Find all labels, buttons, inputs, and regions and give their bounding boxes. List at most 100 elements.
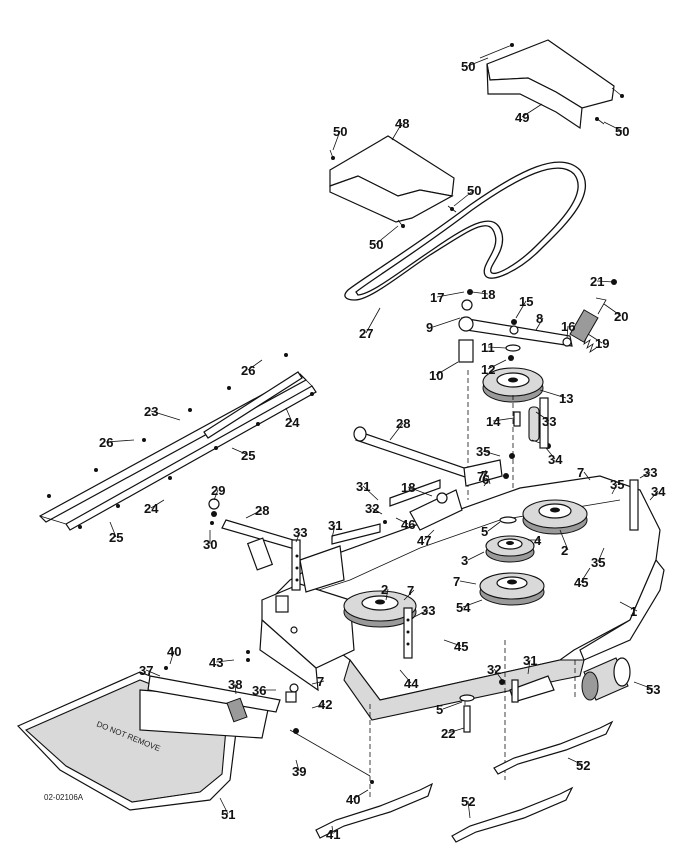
idler-pulley [467,367,551,506]
callout-label-45: 47 [417,533,431,548]
callout-label-25: 24 [285,415,300,430]
callout-leader-0 [467,57,489,67]
callout-leader-19 [435,361,459,376]
callout-leader-61 [619,601,638,612]
callout-label-24: 26 [241,363,255,378]
callout-label-12: 15 [519,294,533,309]
callout-label-80: 51 [221,807,235,822]
callout-leader-40 [213,489,219,501]
callout-leader-29 [150,499,165,509]
callout-label-18: 12 [481,362,495,377]
callout-leader-34 [639,471,651,479]
callout-leader-63 [215,659,235,663]
callout-label-42: 46 [401,517,415,532]
callout-label-36: 34 [651,484,666,499]
callout-leader-26 [150,410,181,421]
callout-leader-75 [447,727,465,734]
callout-label-74: 53 [646,682,660,697]
callout-leader-13 [535,317,544,331]
callout-label-17: 11 [481,340,495,355]
belt-shield-right [479,39,624,130]
callout-label-9: 20 [614,309,628,324]
callout-label-34: 33 [643,465,657,480]
callout-leader-11 [471,291,489,295]
callout-leader-20 [539,389,567,399]
callout-label-54: 45 [574,575,588,590]
callout-leader-78 [352,789,369,800]
callout-label-28: 25 [241,448,255,463]
callout-label-19: 10 [429,368,443,383]
callout-label-32: 35 [476,444,490,459]
callout-leader-10 [436,291,465,298]
belt-shield-left [329,135,457,229]
callout-label-22: 33 [542,414,556,429]
callout-label-35: 35 [610,477,624,492]
callout-leader-8 [596,280,615,283]
callout-label-8: 21 [590,274,604,289]
callout-leaders [105,57,659,835]
callout-leader-45 [423,529,435,541]
callout-label-63: 43 [209,655,223,670]
drive-belt [344,161,587,301]
callout-leader-44 [245,509,263,519]
callout-label-68: 44 [404,676,419,691]
callout-leader-43 [487,474,491,485]
callout-label-0: 50 [461,59,475,74]
callout-label-33: 7 [477,469,484,484]
callout-leader-6 [375,225,399,245]
callout-label-67: 36 [252,683,266,698]
callout-label-75: 22 [441,726,455,741]
callout-leader-68 [399,669,412,684]
callout-leader-39 [483,478,490,487]
callout-leader-25 [285,407,293,423]
callout-leader-30 [109,521,117,538]
callout-leader-46 [487,521,501,532]
callout-leader-12 [515,300,527,319]
callout-label-51: 33 [293,525,307,540]
callout-label-60: 33 [421,603,435,618]
anti-scalp-roller [459,657,631,733]
callout-leader-81 [467,800,471,819]
callout-label-13: 8 [536,311,543,326]
callout-label-15: 19 [595,336,609,351]
callout-label-55: 35 [591,555,605,570]
callout-leader-32 [482,450,501,457]
callout-label-21: 14 [486,414,501,429]
callout-label-79: 41 [326,827,340,842]
callout-label-39: 6 [482,472,489,487]
callout-leader-35 [611,483,618,495]
callout-label-40: 29 [211,483,225,498]
callout-leader-80 [219,797,229,815]
callout-leader-69 [234,683,237,695]
callout-label-62: 45 [454,639,468,654]
callout-leader-28 [231,447,249,456]
callout-leader-42 [395,517,409,525]
callout-leader-9 [603,303,622,317]
callout-leader-36 [649,490,659,501]
callout-label-5: 50 [467,183,481,198]
lift-linkage [208,397,639,659]
callout-label-26: 23 [144,404,158,419]
callout-leader-56 [385,588,389,601]
callout-label-78: 40 [346,792,360,807]
callout-leader-79 [331,825,334,835]
callout-label-20: 13 [559,391,573,406]
callout-label-49: 30 [203,537,217,552]
callout-label-76: 39 [292,764,306,779]
callout-leader-52 [467,551,485,561]
callout-label-3: 48 [395,116,409,131]
callout-leader-50 [331,524,336,539]
callout-label-2: 50 [615,124,629,139]
callout-leader-66 [145,669,161,677]
callout-leader-62 [443,639,462,647]
callout-label-7: 27 [359,326,373,341]
callout-label-46: 5 [481,524,488,539]
callout-leader-14 [566,325,569,339]
callout-leader-64 [169,650,175,665]
callout-label-27: 26 [99,435,113,450]
callout-leader-15 [587,333,603,344]
callout-label-47: 4 [534,533,542,548]
callout-leader-23 [545,447,556,460]
callout-leader-55 [597,547,605,563]
